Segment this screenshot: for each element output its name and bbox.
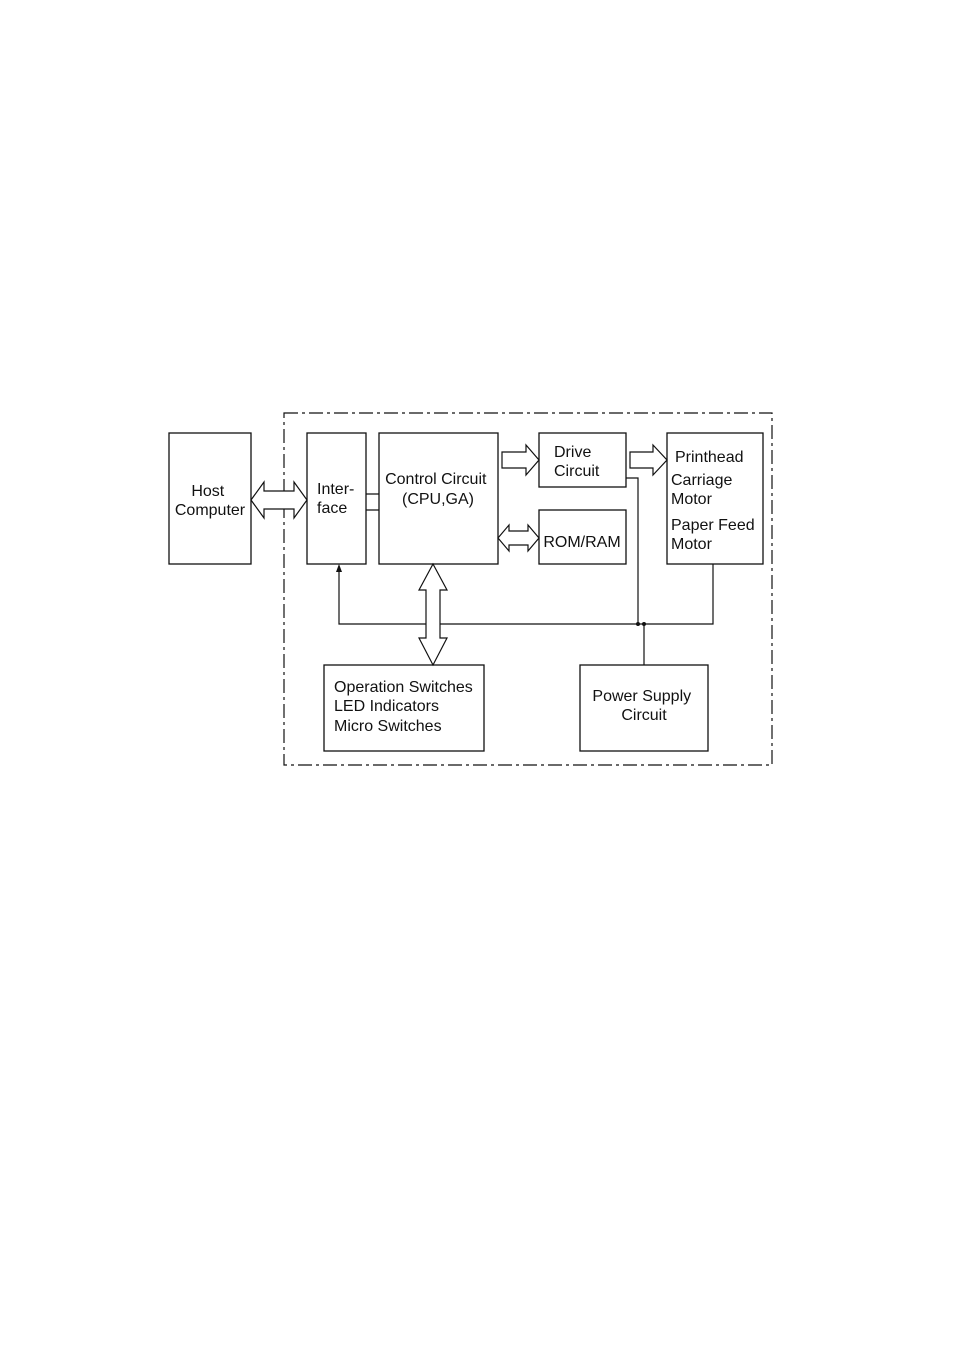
interface-box xyxy=(307,433,366,564)
rom-ram-label: ROM/RAM xyxy=(543,534,620,551)
printhead-label: Printhead xyxy=(675,449,744,466)
control-rom-arrow xyxy=(498,525,539,551)
host-interface-arrow xyxy=(251,482,307,518)
power-junction-dot-1 xyxy=(636,622,640,626)
interface-power-arrowhead xyxy=(336,564,342,572)
power-junction-dot-2 xyxy=(642,622,646,626)
control-drive-arrow xyxy=(502,445,539,475)
drive-printhead-arrow xyxy=(630,445,667,475)
control-panel-arrow xyxy=(419,564,447,665)
